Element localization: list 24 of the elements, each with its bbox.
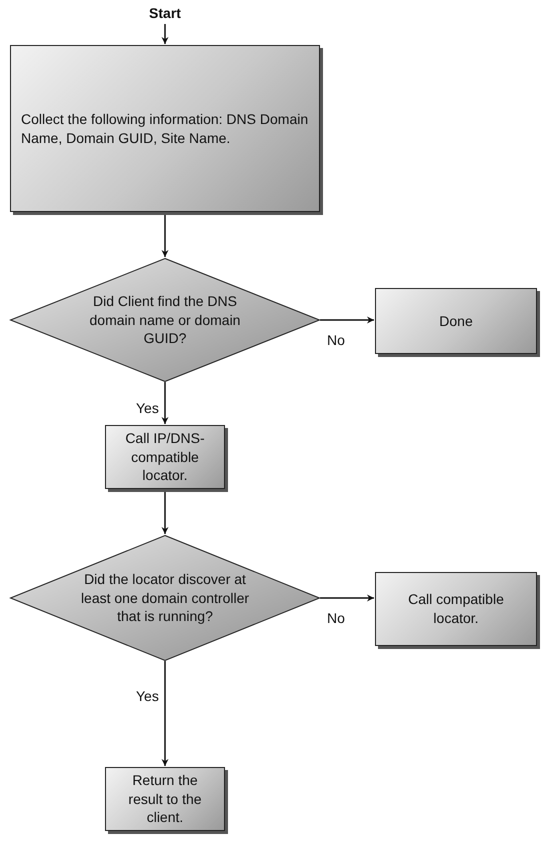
edge-label: No	[327, 610, 345, 626]
node-text: Call compatible locator.	[408, 591, 504, 626]
node-text: Collect the following information: DNS Domain Name, Domain GUID, Site Name.	[21, 110, 308, 146]
edge-label: Yes	[136, 688, 159, 704]
node-text: Call IP/DNS-compatible locator.	[125, 430, 205, 484]
node-text: Return the result to the client.	[128, 772, 202, 826]
arrow	[162, 489, 168, 534]
edge-label: No	[327, 332, 345, 348]
arrow	[320, 594, 374, 602]
arrow	[320, 316, 374, 324]
process-box	[10, 45, 320, 212]
node-text: Did Client find the DNS domain name or domain GUID?	[90, 292, 240, 346]
process-box	[105, 425, 225, 489]
process-box	[375, 288, 537, 354]
arrow	[162, 24, 168, 44]
node-text: Done	[439, 312, 473, 329]
process-box	[105, 767, 225, 831]
node-text: Did the locator discover at least one domain controller that is running?	[80, 570, 250, 624]
process-box	[375, 572, 537, 646]
arrow	[162, 212, 168, 257]
node-text: Start	[149, 5, 181, 21]
arrow	[162, 382, 168, 424]
arrow	[162, 661, 168, 766]
edge-label: Yes	[136, 400, 159, 416]
